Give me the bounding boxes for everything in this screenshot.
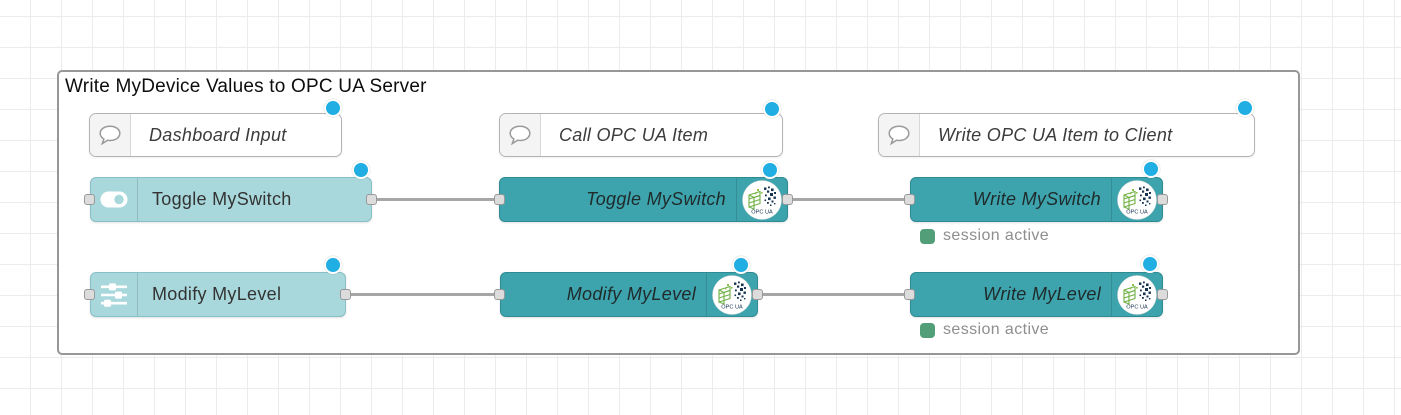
changed-indicator bbox=[1141, 255, 1159, 273]
node-toggle-myswitch-dashboard[interactable]: Toggle MySwitch bbox=[90, 177, 372, 222]
changed-indicator bbox=[732, 256, 750, 274]
node-status-write-mylevel: session active bbox=[920, 321, 1049, 339]
changed-indicator bbox=[1142, 160, 1160, 178]
sliders-icon bbox=[91, 273, 138, 316]
wire-call-to-write-switch[interactable] bbox=[788, 198, 910, 201]
input-port[interactable] bbox=[494, 194, 505, 205]
input-port[interactable] bbox=[904, 194, 915, 205]
node-label: Toggle MySwitch bbox=[586, 189, 726, 209]
comment-dashboard-input[interactable]: Dashboard Input bbox=[89, 113, 342, 157]
opcua-logo-icon bbox=[1111, 178, 1162, 221]
opcua-logo-icon bbox=[1111, 273, 1162, 316]
changed-indicator bbox=[352, 161, 370, 179]
wire-call-to-write-level[interactable] bbox=[758, 293, 910, 296]
changed-indicator bbox=[761, 161, 779, 179]
wire-toggle-to-call[interactable] bbox=[372, 198, 500, 201]
comment-label: Call OPC UA Item bbox=[559, 124, 709, 145]
speech-bubble-icon bbox=[879, 114, 920, 156]
node-toggle-myswitch-opcua-call[interactable]: Toggle MySwitch bbox=[499, 177, 788, 222]
status-dot bbox=[920, 228, 935, 244]
node-write-mylevel-opcua[interactable]: Write MyLevel bbox=[910, 272, 1163, 317]
node-label: Modify MyLevel bbox=[152, 284, 282, 304]
node-label: Write MySwitch bbox=[972, 189, 1101, 209]
node-write-myswitch-opcua[interactable]: Write MySwitch bbox=[910, 177, 1163, 222]
node-modify-mylevel-opcua-call[interactable]: Modify MyLevel bbox=[500, 272, 758, 317]
comment-write-opcua-item[interactable]: Write OPC UA Item to Client bbox=[878, 113, 1255, 157]
output-port[interactable] bbox=[752, 289, 763, 300]
output-port[interactable] bbox=[366, 194, 377, 205]
comment-label: Write OPC UA Item to Client bbox=[938, 124, 1173, 145]
toggle-switch-icon bbox=[91, 178, 138, 221]
output-port[interactable] bbox=[1157, 289, 1168, 300]
node-status-write-myswitch: session active bbox=[920, 227, 1049, 245]
speech-bubble-icon bbox=[90, 114, 131, 156]
changed-indicator bbox=[324, 99, 342, 117]
status-text: session active bbox=[943, 227, 1050, 244]
input-port[interactable] bbox=[494, 289, 505, 300]
input-port[interactable] bbox=[84, 289, 95, 300]
speech-bubble-icon bbox=[500, 114, 541, 156]
node-modify-mylevel-dashboard[interactable]: Modify MyLevel bbox=[90, 272, 346, 317]
input-port[interactable] bbox=[84, 194, 95, 205]
status-text: session active bbox=[943, 321, 1050, 338]
group-title: Write MyDevice Values to OPC UA Server bbox=[65, 76, 427, 97]
changed-indicator bbox=[763, 100, 781, 118]
comment-label: Dashboard Input bbox=[149, 124, 287, 145]
changed-indicator bbox=[324, 256, 342, 274]
output-port[interactable] bbox=[340, 289, 351, 300]
status-dot bbox=[920, 322, 935, 338]
node-label: Write MyLevel bbox=[983, 284, 1101, 304]
node-label: Modify MyLevel bbox=[566, 284, 696, 304]
comment-call-opcua-item[interactable]: Call OPC UA Item bbox=[499, 113, 783, 157]
opcua-logo-icon bbox=[736, 178, 787, 221]
output-port[interactable] bbox=[782, 194, 793, 205]
wire-modify-to-call[interactable] bbox=[346, 293, 500, 296]
changed-indicator bbox=[1236, 99, 1254, 117]
opcua-logo-icon bbox=[706, 273, 757, 316]
node-label: Toggle MySwitch bbox=[152, 189, 292, 209]
input-port[interactable] bbox=[904, 289, 915, 300]
output-port[interactable] bbox=[1157, 194, 1168, 205]
